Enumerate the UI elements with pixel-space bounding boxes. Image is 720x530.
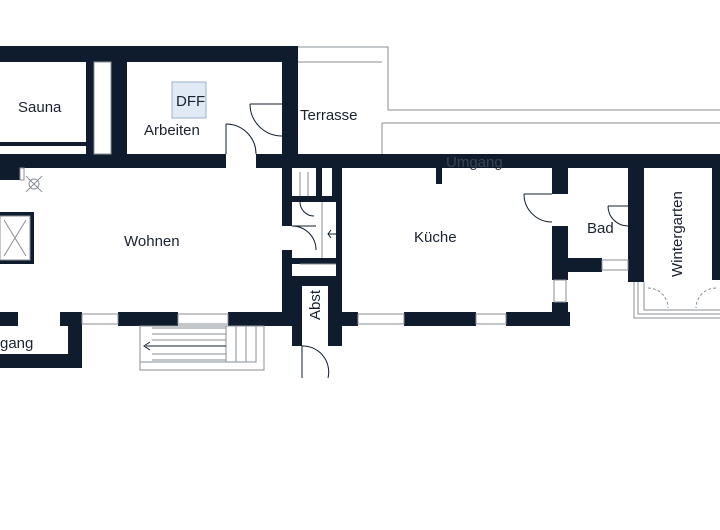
room-label-sauna: Sauna: [18, 99, 62, 116]
room-label-umgang: Umgang: [446, 154, 503, 171]
room-label-bad: Bad: [587, 220, 614, 237]
stairs: [139, 325, 265, 371]
hall-stair-arrow: [299, 172, 336, 265]
terrace-outline: [298, 46, 720, 156]
room-label-wohnen: Wohnen: [124, 233, 180, 250]
room-label-dff: DFF: [176, 93, 205, 110]
windows: [81, 61, 629, 325]
walls: [0, 46, 720, 368]
doors: [225, 103, 629, 379]
room-label-wintergarten: Wintergarten: [669, 191, 686, 277]
room-label-abst: Abst: [307, 289, 324, 320]
room-label-arbeiten: Arbeiten: [144, 122, 200, 139]
skylight-box: [171, 81, 207, 119]
room-label-kueche: Küche: [414, 229, 457, 246]
wintergarten-glass: [633, 282, 720, 319]
vent-icon: [25, 175, 43, 193]
chimney-shaft: [0, 167, 31, 261]
room-label-terrasse: Terrasse: [300, 107, 358, 124]
room-label-eingang: gang: [0, 335, 33, 352]
